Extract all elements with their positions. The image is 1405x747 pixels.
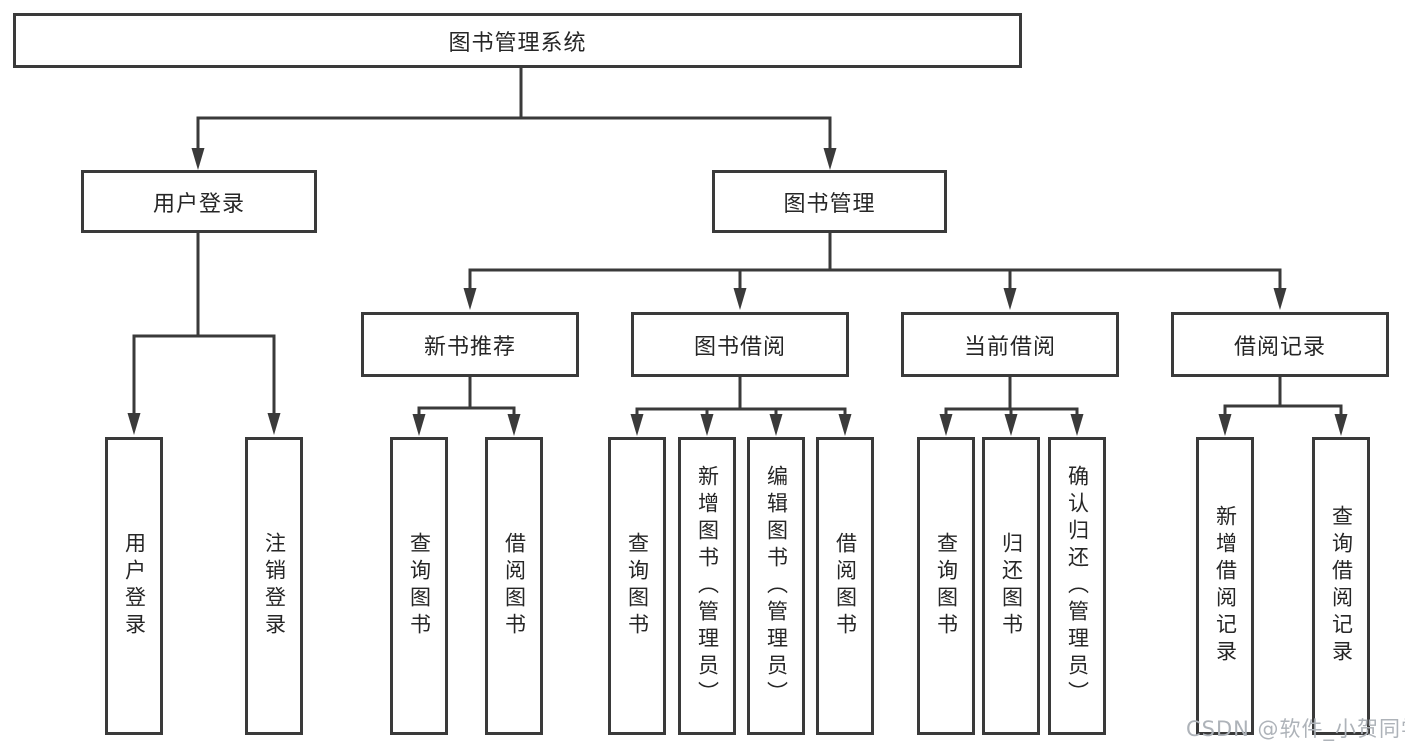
node-user-login: 用户登录 xyxy=(81,170,317,233)
leaf-add-book-admin: 新增图书（管理员） xyxy=(678,437,736,735)
leaf-query-books-borrow: 查询图书 xyxy=(608,437,666,735)
watermark: CSDN @软件_小贺同学 xyxy=(1186,717,1405,741)
leaf-user-login: 用户登录 xyxy=(105,437,163,735)
node-book-management: 图书管理 xyxy=(712,170,947,233)
leaf-edit-book-admin: 编辑图书（管理员） xyxy=(747,437,805,735)
leaf-return-book: 归还图书 xyxy=(982,437,1040,735)
node-root-system: 图书管理系统 xyxy=(13,13,1022,68)
leaf-borrow-books-borrow: 借阅图书 xyxy=(816,437,874,735)
leaf-confirm-return-admin: 确认归还（管理员） xyxy=(1048,437,1106,735)
node-new-book-recommend: 新书推荐 xyxy=(361,312,579,377)
leaf-query-books-current: 查询图书 xyxy=(917,437,975,735)
leaf-borrow-books-recommend: 借阅图书 xyxy=(485,437,543,735)
leaf-query-borrow-record: 查询借阅记录 xyxy=(1312,437,1370,735)
leaf-add-borrow-record: 新增借阅记录 xyxy=(1196,437,1254,735)
leaf-logout: 注销登录 xyxy=(245,437,303,735)
leaf-query-books-recommend: 查询图书 xyxy=(390,437,448,735)
node-book-borrow: 图书借阅 xyxy=(631,312,849,377)
node-current-borrow: 当前借阅 xyxy=(901,312,1119,377)
node-borrow-records: 借阅记录 xyxy=(1171,312,1389,377)
